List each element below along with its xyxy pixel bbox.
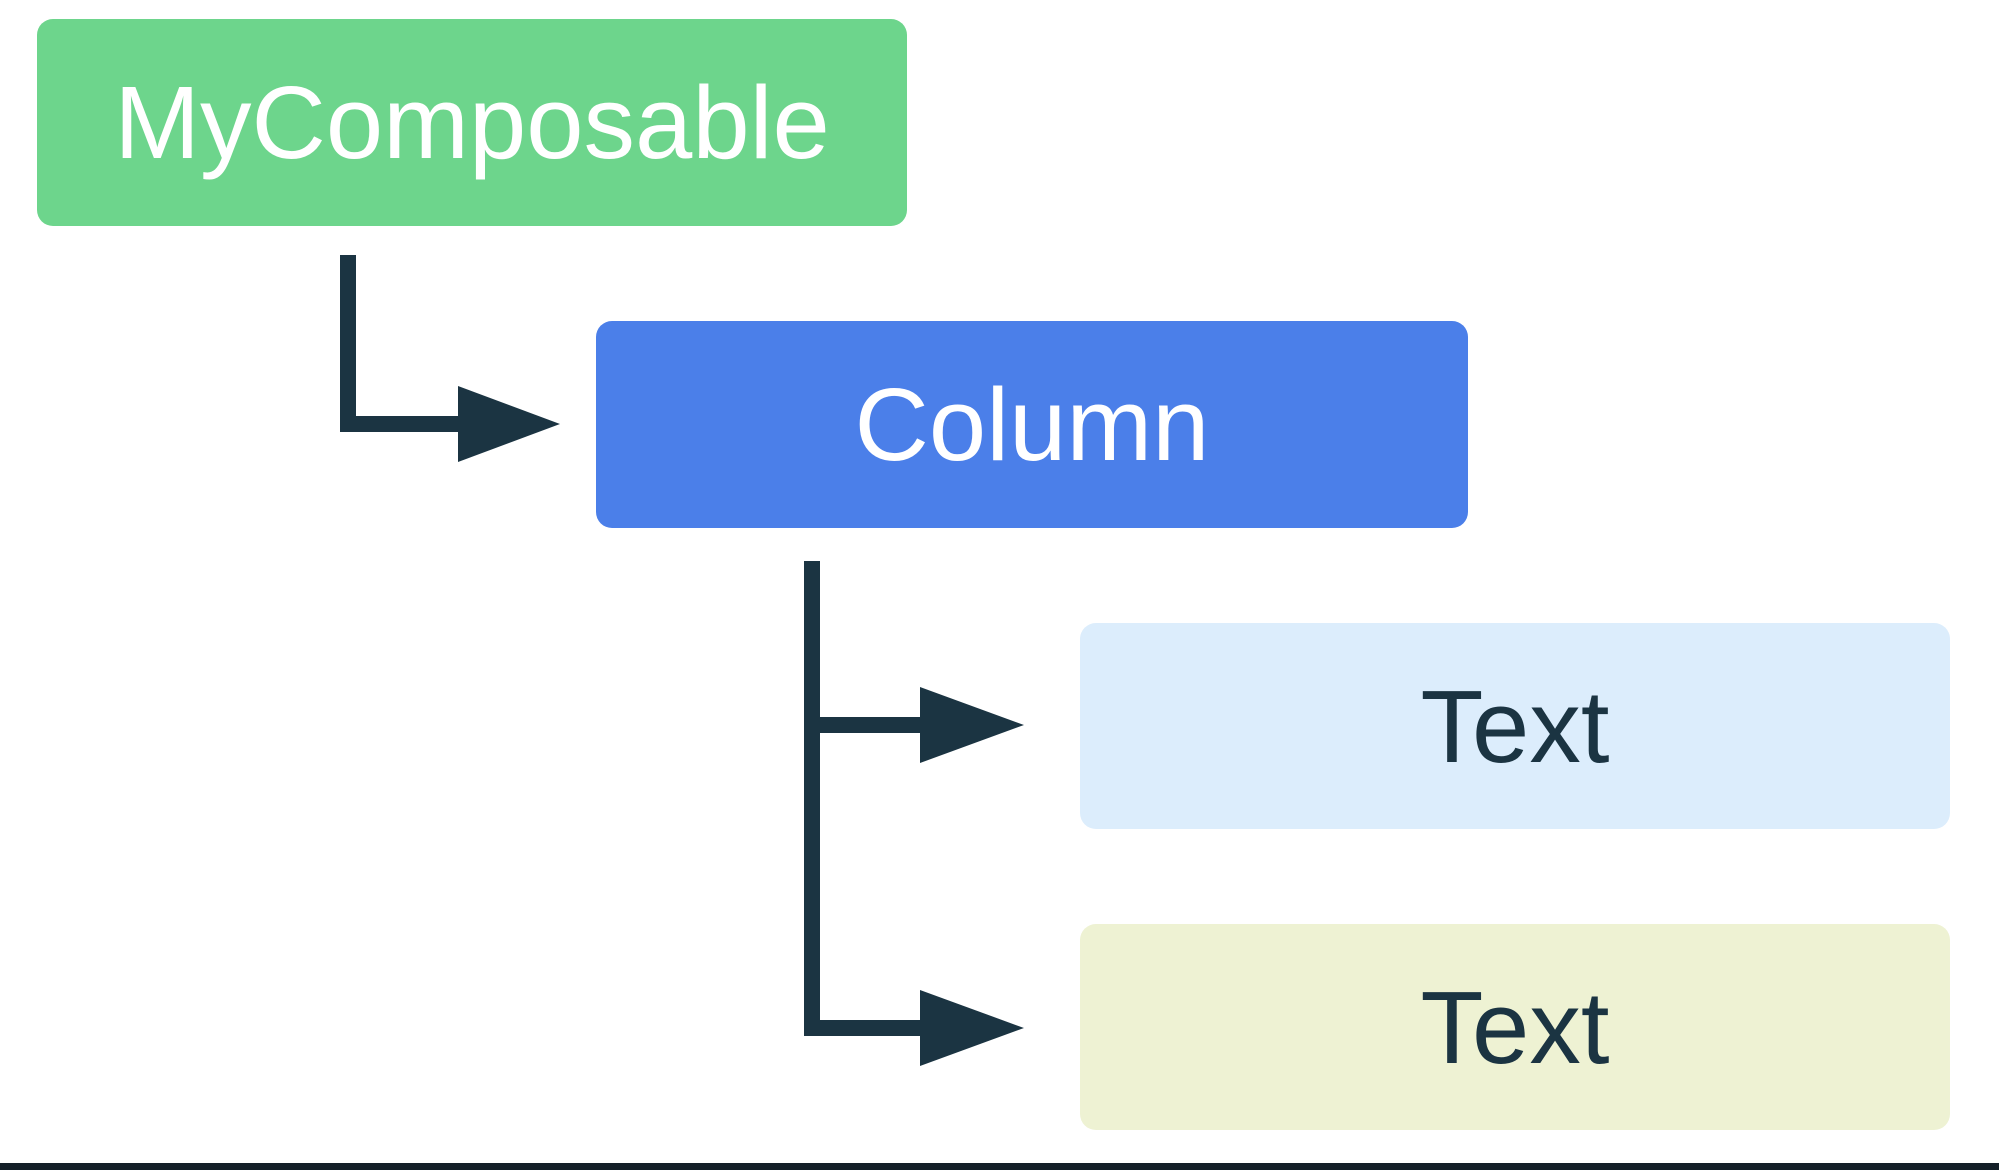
- edge-column-to-children: [804, 561, 1024, 1066]
- edge-branch1-segment: [804, 717, 922, 733]
- arrowhead-icon: [920, 687, 1024, 763]
- arrowhead-icon: [458, 386, 560, 462]
- node-text-2: Text: [1080, 924, 1950, 1130]
- edge-trunk-segment: [804, 561, 820, 1036]
- node-mycomposable-label: MyComposable: [114, 65, 830, 180]
- node-text-1: Text: [1080, 623, 1950, 829]
- edge-horizontal-segment: [340, 416, 460, 432]
- node-text-1-label: Text: [1420, 668, 1610, 784]
- edge-branch2-segment: [804, 1020, 922, 1036]
- bottom-divider: [0, 1163, 1999, 1170]
- arrowhead-icon: [920, 990, 1024, 1066]
- node-column: Column: [596, 321, 1468, 528]
- edge-vertical-segment: [340, 255, 356, 432]
- node-mycomposable: MyComposable: [37, 19, 907, 226]
- node-text-2-label: Text: [1420, 969, 1610, 1085]
- node-column-label: Column: [854, 367, 1210, 482]
- edge-mycomposable-to-column: [340, 255, 560, 462]
